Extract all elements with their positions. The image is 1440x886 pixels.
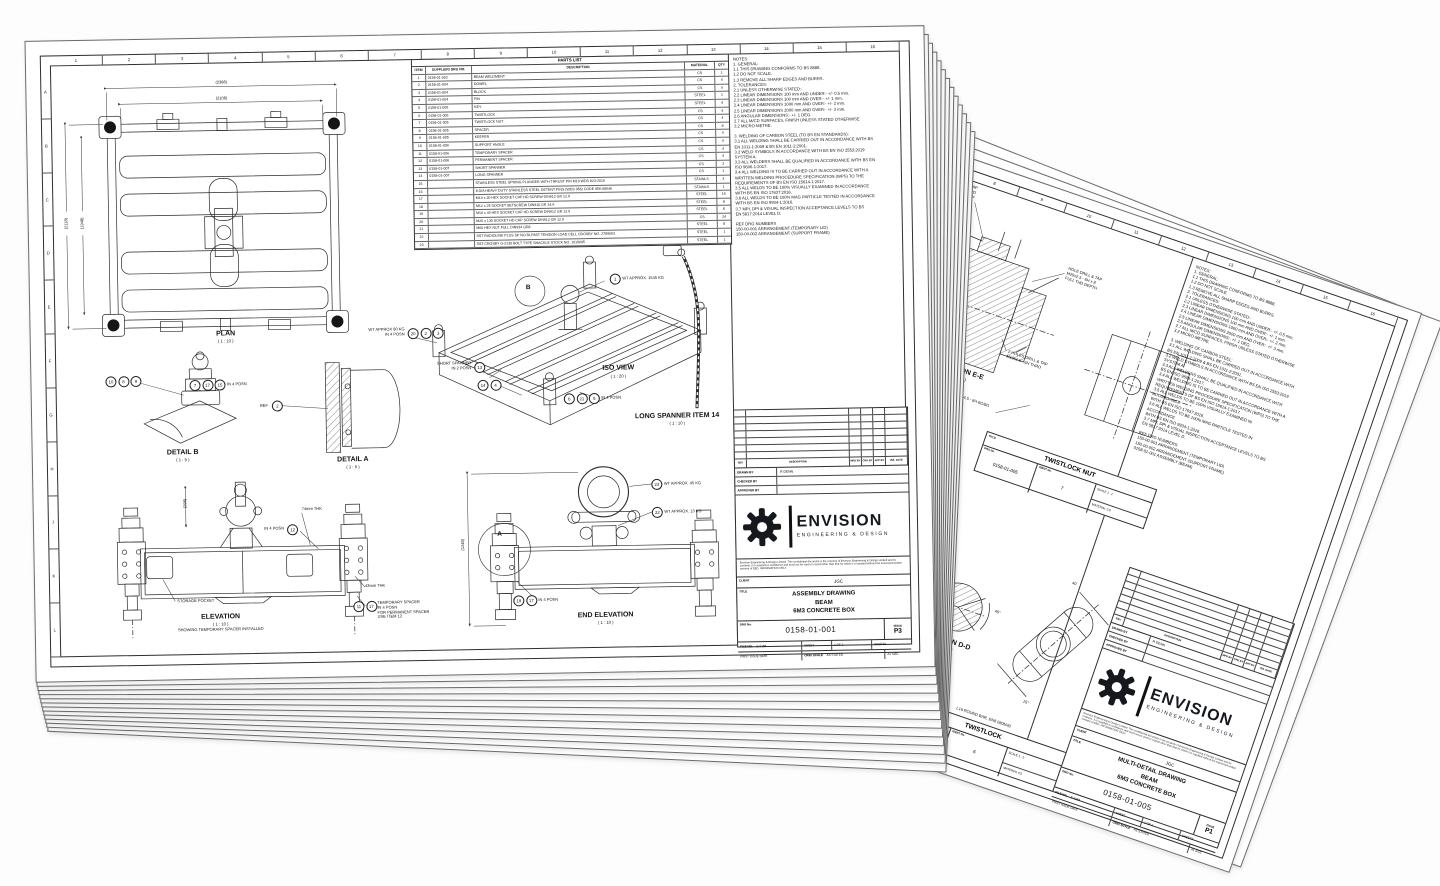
in-4-posn-note: IN 4 POSN — [538, 596, 559, 603]
detail-b-drawing — [139, 351, 237, 444]
balloon: 10 — [105, 376, 117, 388]
elevation-in4posn-note: IN 4 POSN — [264, 525, 285, 531]
balloon: 2 — [420, 327, 432, 340]
iso-weight-balloon: 1 WT APPROX. 1545 KG — [609, 273, 664, 285]
gear-icon — [743, 507, 782, 546]
balloon: 20 — [407, 328, 419, 340]
long-spanner-drawing — [662, 245, 701, 409]
balloon: 13 — [474, 361, 486, 374]
plan-width-dim: (2388) — [196, 79, 247, 86]
balloon: 1 — [609, 273, 621, 285]
company-logo: ENVISION ENGINEERING & DESIGN — [1081, 648, 1267, 766]
balloon: 23 — [651, 478, 663, 491]
elevation-gap-dim: (298) — [182, 498, 188, 509]
balloon: 4 — [489, 379, 502, 391]
balloon: 5 — [588, 392, 600, 405]
plan-height-dim-2: (1948) — [79, 211, 86, 236]
detail-a-balloon: 2 — [271, 400, 283, 412]
elevation-balloon-12: 12 — [286, 524, 299, 536]
balloon: 15 — [214, 379, 226, 391]
end-weight-45-note: WT APPROX. 45 KG — [663, 480, 702, 486]
end-elevation-height-dim: (1248) — [459, 538, 466, 551]
drawing-number: 0158-01-001 — [785, 624, 837, 635]
balloon: 6 — [563, 393, 575, 405]
plan-view-drawing — [63, 83, 349, 337]
short-spanner-balloon: 13 — [474, 361, 486, 374]
storage-pocket-note: STORAGE POCKET — [177, 597, 215, 604]
detail-a-drawing — [278, 362, 401, 454]
detail-a-label: DETAIL A — [337, 455, 369, 464]
balloon: 8 — [117, 376, 130, 388]
balloon: 2 — [271, 400, 283, 412]
iso-view-label: ISO VIEW — [602, 364, 635, 372]
ref-label: REF — [259, 402, 268, 408]
balloon: 17 — [201, 379, 214, 391]
end-weight-13-note: WT APPROX. 13 KG — [664, 508, 702, 514]
balloon: 3 — [432, 327, 444, 339]
plan-height-dim: (2118) — [63, 211, 70, 236]
detail-b-label: DETAIL B — [166, 448, 199, 457]
back-leader-lines — [974, 202, 1065, 413]
balloon: 21 — [576, 393, 588, 405]
balloon: 22 — [651, 506, 663, 519]
nut-part-drawing — [1084, 331, 1197, 439]
elevation-drawing — [116, 481, 369, 641]
thk-43-note: 43mm THK — [364, 582, 386, 589]
balloon: 7 — [189, 379, 201, 392]
parts-list-table: PARTS LIST ITEM SUPPLIER/ DRG NO. DESCRI… — [410, 53, 733, 251]
balloon: 18 — [513, 595, 525, 607]
end-weight-13-balloon: 22 WT APPROX. 13 KG — [651, 506, 702, 519]
balloon: 12 — [286, 524, 299, 536]
thk-74-note: 74mm THK — [301, 505, 322, 512]
end-elevation-drawing — [465, 466, 720, 627]
in-4-posn-note: IN 4 POSN — [601, 394, 622, 400]
brand-subtitle: ENGINEERING & DESIGN — [796, 530, 890, 539]
brand-name: ENVISION — [796, 511, 883, 531]
front-notes-block: NOTES:1. GENERAL:1.1 THIS DRAWING CONFOR… — [733, 54, 904, 237]
end-weight-45-balloon: 23 WT APPROX. 45 KG — [651, 478, 702, 491]
iso-weight-note: WT APPROX. 1545 KG — [622, 274, 664, 281]
plan-label: PLAN — [216, 330, 236, 338]
front-sheet-drawing-art — [63, 83, 720, 641]
balloon: 9 — [130, 375, 142, 388]
in-4-posn-note: IN 4 POSN — [226, 381, 247, 387]
balloon: 17 — [525, 595, 537, 607]
balloon: 11 — [353, 601, 365, 613]
company-logo: ENVISION ENGINEERING & DESIGN — [735, 492, 910, 560]
balloon: 17 — [365, 600, 378, 613]
iso-view-drawing — [408, 255, 708, 426]
detail-a-marker: A — [497, 530, 502, 538]
balloon: 14 — [477, 379, 489, 392]
detail-b-marker: B — [525, 284, 531, 292]
drawing-title-row: TITLE ASSEMBLY DRAWING BEAM 6M3 CONCRETE… — [737, 585, 911, 622]
logo-divider — [788, 505, 792, 548]
gear-icon — [1098, 668, 1136, 706]
plan-width-dim-2: (2108) — [196, 95, 247, 102]
